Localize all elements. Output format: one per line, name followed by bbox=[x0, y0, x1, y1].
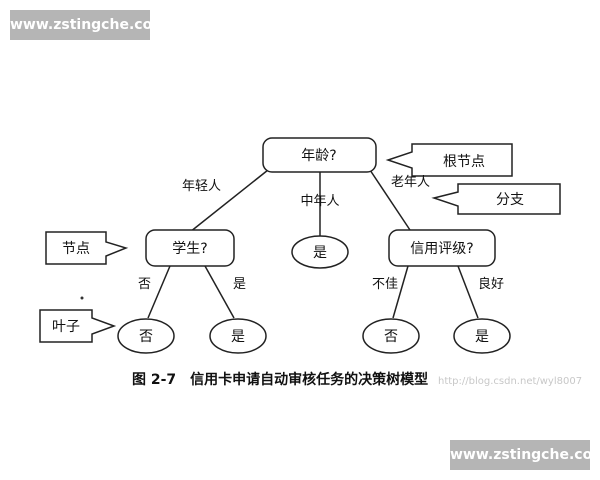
middle-leaf-ellipse bbox=[291, 235, 349, 269]
leaf-student-no-ellipse bbox=[117, 318, 175, 354]
callout-node-label: 节点 bbox=[62, 241, 90, 257]
callout-leaf-box bbox=[39, 309, 117, 343]
edge-label-student-no: 否 bbox=[138, 277, 151, 292]
caption-url-watermark: http://blog.csdn.net/wyl8007 bbox=[438, 376, 582, 387]
root-node-box bbox=[262, 137, 377, 173]
student-node-box bbox=[145, 229, 235, 267]
leaf-credit-good-ellipse bbox=[453, 318, 511, 354]
student-node-label: 学生? bbox=[172, 241, 207, 257]
edge-label-middle: 中年人 bbox=[300, 194, 339, 209]
callout-root-node-box bbox=[385, 143, 513, 177]
edge-line-student-yes bbox=[204, 265, 235, 319]
middle-leaf-label: 是 bbox=[313, 245, 327, 261]
figure-caption: 图 2-7 信用卡申请自动审核任务的决策树模型 bbox=[132, 371, 428, 388]
watermark-top: www.zstingche.com bbox=[10, 10, 167, 40]
credit-node-label: 信用评级? bbox=[410, 241, 473, 257]
edge-label-credit-good: 良好 bbox=[478, 276, 504, 292]
callout-node-box bbox=[45, 231, 129, 265]
watermark-bottom: www.zstingche.com bbox=[450, 440, 600, 470]
stray-dot bbox=[80, 296, 84, 300]
edge-line-student-no bbox=[147, 265, 171, 319]
edge-label-young: 年轻人 bbox=[182, 179, 221, 194]
leaf-credit-bad-label: 否 bbox=[384, 329, 398, 345]
edge-line-credit-bad bbox=[392, 265, 409, 319]
callout-branch-box bbox=[431, 183, 561, 215]
leaf-student-no-label: 否 bbox=[139, 329, 153, 345]
edge-line-young bbox=[189, 169, 269, 233]
root-node-label: 年龄? bbox=[301, 148, 336, 164]
callout-branch-label: 分支 bbox=[496, 192, 524, 208]
edge-label-credit-bad: 不佳 bbox=[372, 277, 398, 292]
edge-line-credit-good bbox=[457, 265, 479, 319]
callout-root-node-label: 根节点 bbox=[443, 154, 485, 170]
credit-node-box bbox=[388, 229, 496, 267]
leaf-credit-good-label: 是 bbox=[475, 329, 489, 345]
edge-line-old bbox=[369, 169, 411, 231]
edge-label-old: 老年人 bbox=[391, 175, 430, 190]
callout-leaf-label: 叶子 bbox=[52, 319, 80, 335]
leaf-credit-bad-ellipse bbox=[362, 318, 420, 354]
leaf-student-yes-label: 是 bbox=[231, 329, 245, 345]
leaf-student-yes-ellipse bbox=[209, 318, 267, 354]
edge-label-student-yes: 是 bbox=[233, 277, 246, 292]
